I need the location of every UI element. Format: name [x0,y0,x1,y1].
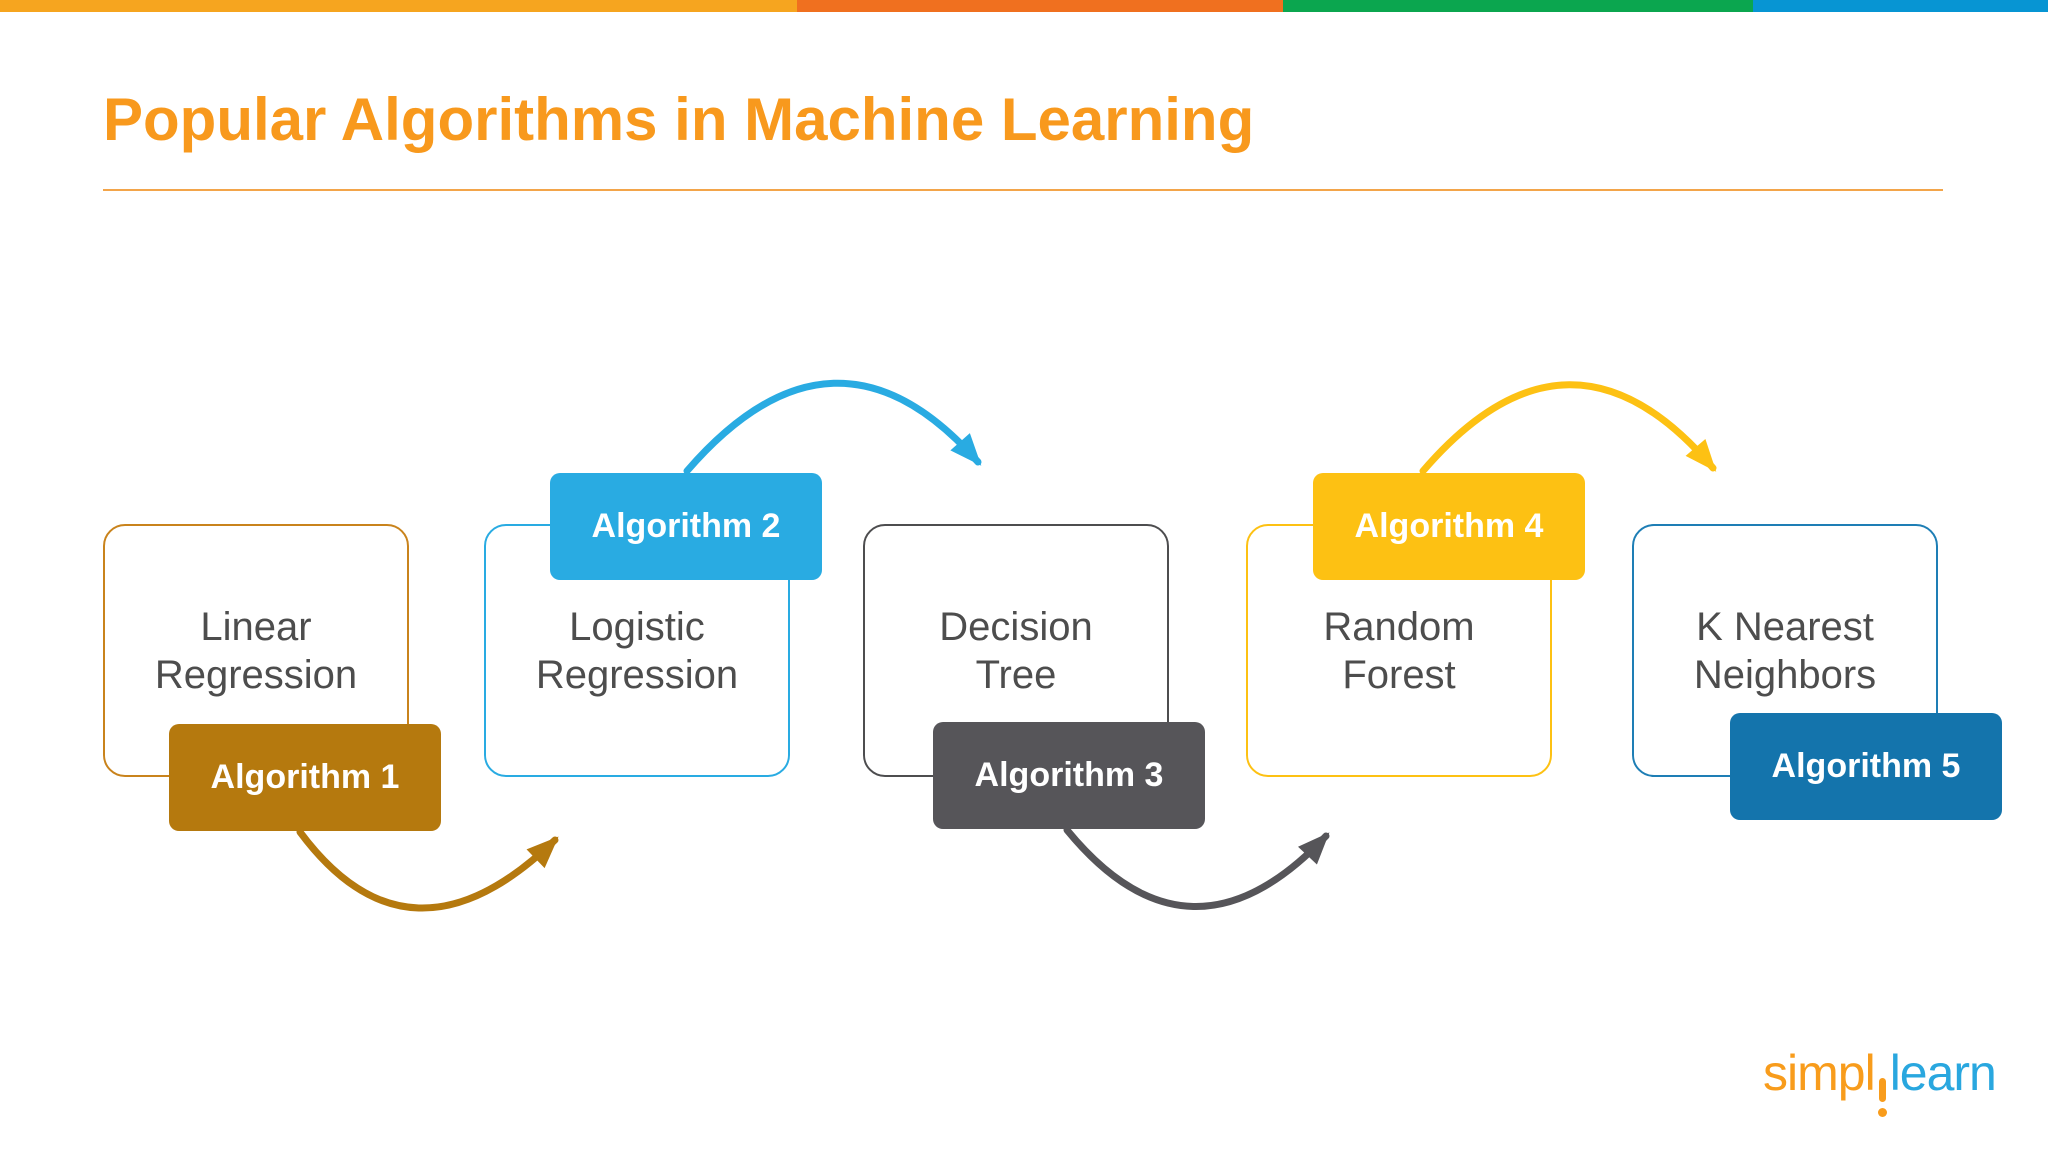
node-label-line: Decision [939,604,1093,649]
node-label-line: K Nearest [1696,604,1874,649]
badge-algorithm-3: Algorithm 3 [933,722,1205,829]
logo-text-simpl: simpl [1763,1045,1876,1101]
arrow-algorithm2-to-decision-tree [683,379,982,475]
node-label: Decision Tree [939,603,1092,699]
node-label-line: Neighbors [1693,652,1877,697]
inverted-i-icon [1877,1078,1887,1117]
node-label-line: Regression [154,652,358,697]
node-label: K Nearest Neighbors [1694,603,1876,699]
badge-algorithm-2: Algorithm 2 [550,473,822,580]
node-label: Random Forest [1323,603,1474,699]
top-bar-segment-blue [1753,0,2048,12]
arrow-algorithm4-to-knn [1419,381,1717,475]
badge-algorithm-1: Algorithm 1 [169,724,441,831]
node-label: Logistic Regression [536,603,738,699]
node-label-line: Linear [200,604,312,649]
logo-text-learn: learn [1889,1045,1997,1101]
badge-algorithm-5: Algorithm 5 [1730,713,2002,820]
arrow-algorithm1-to-logistic [296,828,559,912]
title-divider [103,189,1943,191]
slide-title: Popular Algorithms in Machine Learning [103,86,1255,153]
arrow-algorithm3-to-random-forest [1063,826,1330,910]
top-bar-segment-amber [0,0,797,12]
node-box-linear-regression: Linear Regression [103,524,409,777]
node-label-line: Random [1323,604,1475,649]
node-label-line: Tree [975,652,1057,697]
node-label: Linear Regression [155,603,357,699]
node-label-line: Regression [535,652,739,697]
node-label-line: Logistic [569,604,705,649]
top-bar-segment-green [1283,0,1753,12]
badge-algorithm-4: Algorithm 4 [1313,473,1585,580]
node-label-line: Forest [1342,652,1456,697]
top-accent-bar [0,0,2048,12]
top-bar-segment-orange [797,0,1283,12]
